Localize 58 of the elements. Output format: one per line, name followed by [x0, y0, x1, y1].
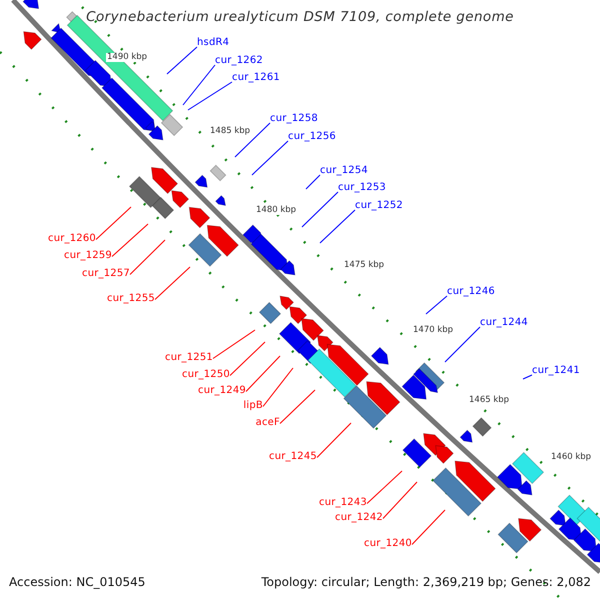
gene-label: aceF: [256, 418, 280, 428]
gene-label: cur_1241: [532, 366, 580, 376]
leader-line: [252, 140, 288, 176]
gene-label: cur_1250: [182, 370, 230, 380]
scale-label: 1485 kbp: [209, 127, 252, 136]
leader-line: [280, 390, 316, 424]
gene-label: cur_1256: [288, 132, 336, 142]
leader-line: [366, 470, 402, 504]
leader-line: [112, 224, 148, 257]
gene-label: cur_1243: [319, 498, 367, 508]
gene-label: cur_1257: [82, 269, 130, 279]
leader-line: [444, 326, 480, 362]
gene-label: cur_1253: [338, 183, 386, 193]
gene-label: cur_1245: [269, 452, 317, 462]
leader-line: [182, 64, 216, 106]
scale-label: 1460 kbp: [550, 453, 592, 462]
gene-label: cur_1242: [335, 513, 383, 523]
gene-label: cur_1244: [480, 318, 528, 328]
leader-line: [306, 174, 320, 190]
leader-line: [316, 422, 352, 458]
gene-label: cur_1254: [320, 166, 368, 176]
gene-label: cur_1251: [165, 353, 213, 363]
leader-line: [522, 374, 532, 380]
gene-label: cur_1252: [355, 201, 403, 211]
scale-label: 1480 kbp: [255, 206, 298, 214]
footer-text: Topology: circular; Length: 2,369,219 bp; Genes: 2,082: [261, 576, 591, 588]
gene-label: cur_1246: [447, 287, 495, 297]
leader-line: [320, 210, 356, 244]
gene-label: cur_1259: [64, 251, 112, 261]
title: Corynebacterium urealyticum DSM 7109, complete genome: [85, 11, 515, 24]
gene-label: cur_1240: [364, 539, 412, 549]
gene-label: cur_1260: [48, 234, 96, 244]
leader-line: [412, 510, 446, 545]
gene-label: hsdR4: [197, 38, 230, 48]
leader-line: [130, 240, 166, 275]
leader-line: [426, 296, 448, 314]
scale-label: 1465 kbp: [468, 396, 510, 404]
leader-line: [246, 356, 280, 392]
leader-line: [212, 330, 256, 359]
leader-line: [230, 342, 266, 376]
gene-label: cur_1258: [270, 114, 318, 124]
leader-line: [96, 206, 132, 240]
leader-line: [382, 482, 418, 519]
leader-line: [262, 368, 294, 407]
leader-line: [166, 46, 198, 74]
gene-label: cur_1249: [198, 386, 246, 396]
leader-line: [188, 82, 232, 110]
scale-label: 1470 kbp: [412, 326, 454, 334]
gene-label: cur_1262: [215, 56, 263, 66]
gene-label: cur_1261: [232, 73, 280, 83]
scale-label: 1475 kbp: [343, 261, 386, 270]
leader-line: [302, 192, 338, 228]
gene-label: cur_1255: [107, 294, 155, 304]
footer-text: Accession: NC_010545: [9, 576, 146, 588]
leader-line: [234, 122, 270, 158]
gene-label: lipB: [243, 401, 263, 411]
scale-label: 1490 kbp: [106, 53, 148, 62]
leader-line: [154, 266, 190, 300]
